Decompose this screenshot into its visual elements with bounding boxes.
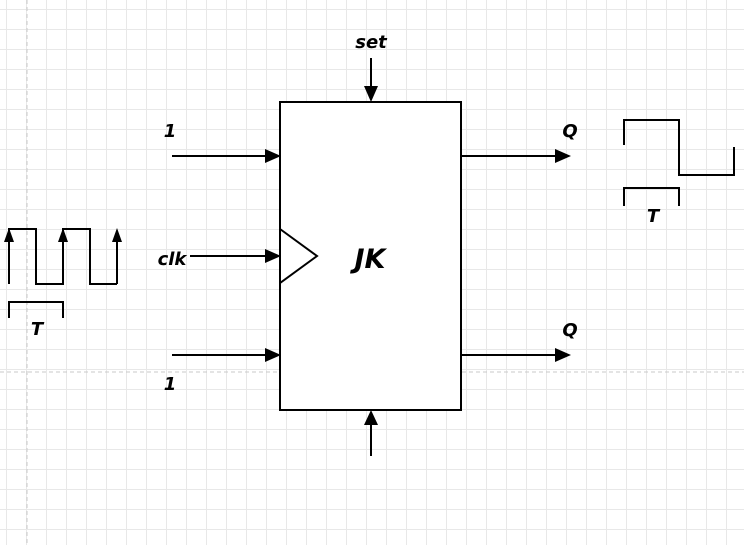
- j-input-arrow[interactable]: [172, 149, 281, 163]
- clock-period-label: T: [31, 319, 45, 340]
- clk-label: clk: [158, 249, 188, 270]
- k-input-value: 1: [164, 374, 177, 395]
- block-name-label: JK: [350, 244, 388, 275]
- set-input-arrow[interactable]: [364, 58, 378, 102]
- clock-waveform: [4, 228, 122, 285]
- q-output-label: Q: [562, 121, 577, 142]
- set-label: set: [355, 32, 388, 53]
- k-input-arrow[interactable]: [172, 348, 281, 362]
- output-waveform: [623, 119, 735, 176]
- clock-period-bracket: [8, 301, 64, 318]
- output-period-bracket: [623, 187, 680, 206]
- q-output-arrow[interactable]: [461, 149, 571, 163]
- j-input-value: 1: [164, 121, 177, 142]
- output-period-label: T: [647, 206, 661, 227]
- clk-input-arrow[interactable]: [190, 249, 281, 263]
- reset-input-arrow[interactable]: [364, 410, 378, 456]
- q-bar-output-arrow[interactable]: [461, 348, 571, 362]
- q-bar-output-label: Q: [562, 320, 577, 341]
